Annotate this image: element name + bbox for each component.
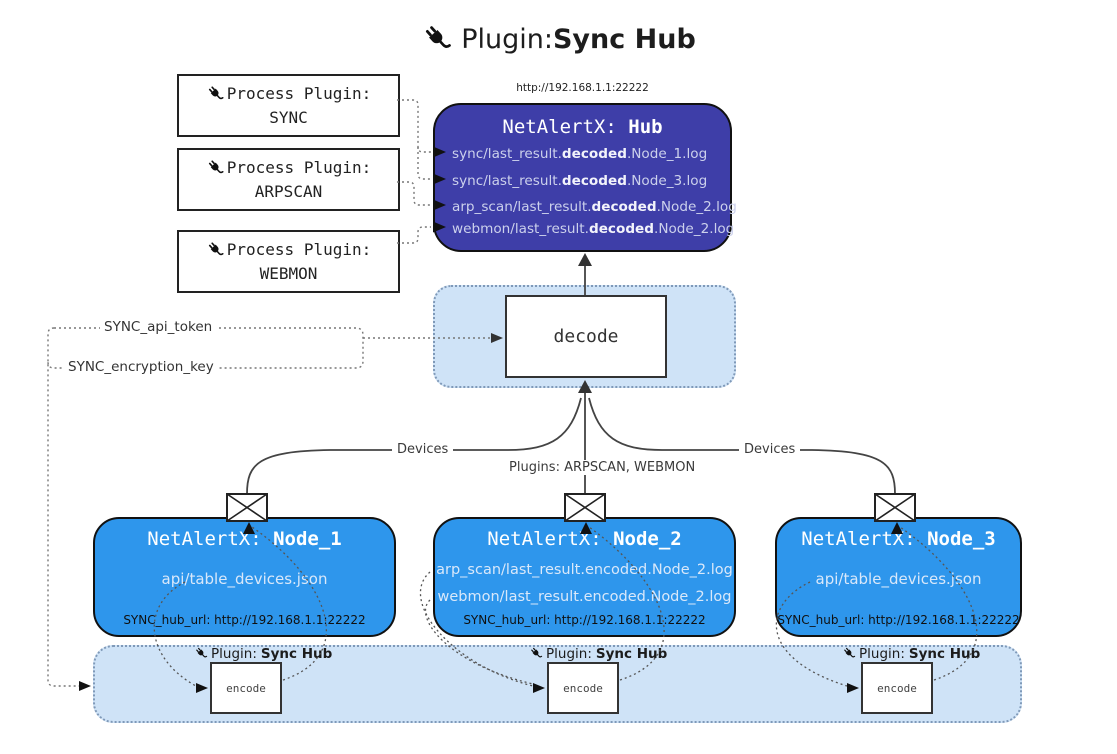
node3-hub-url: SYNC_hub_url: http://192.168.1.1:22222 [777, 613, 1020, 627]
node2-title: NetAlertX: Node_2 [487, 528, 682, 550]
node3-file: api/table_devices.json [815, 570, 982, 588]
process-plugin-label: Process Plugin: [226, 158, 372, 178]
decode-box: decode [505, 295, 667, 378]
hub-log-line: sync/last_result.decoded.Node_3.log [452, 173, 708, 189]
hub-title-prefix: NetAlertX: [502, 116, 629, 138]
encode-label-2: Plugin: Sync Hub [529, 645, 667, 662]
plug-icon [208, 242, 224, 256]
plug-icon [208, 86, 224, 100]
config-sync-encryption-key: SYNC_encryption_key [64, 359, 218, 375]
node1-title: NetAlertX: Node_1 [147, 528, 342, 550]
encode-label-3: Plugin: Sync Hub [842, 645, 980, 662]
node2-file: webmon/last_result.encoded.Node_2.log [437, 589, 732, 605]
edge-label-devices-right: Devices [739, 442, 801, 457]
node2-box: NetAlertX: Node_2 arp_scan/last_result.e… [433, 517, 736, 637]
node1-hub-url: SYNC_hub_url: http://192.168.1.1:22222 [123, 613, 366, 627]
edge-sync-to-hub-2 [417, 147, 431, 180]
config-sync-api-token: SYNC_api_token [100, 319, 217, 335]
encode-box-2: encode [547, 662, 619, 714]
edge-label-plugins: Plugins: ARPSCAN, WEBMON [504, 460, 701, 475]
node1-box: NetAlertX: Node_1 api/table_devices.json… [93, 517, 396, 637]
hub-url-label: http://192.168.1.1:22222 [516, 82, 649, 94]
process-plugin-label: Process Plugin: [226, 84, 372, 104]
page-title: Plugin: Sync Hub [0, 18, 1117, 60]
hub-log-line: webmon/last_result.decoded.Node_2.log [452, 221, 735, 237]
node3-box: NetAlertX: Node_3 api/table_devices.json… [775, 517, 1022, 637]
process-plugin-name: SYNC [269, 107, 308, 127]
plug-icon [844, 647, 856, 658]
encode-box-3: encode [861, 662, 933, 714]
process-plugin-sync: Process Plugin: SYNC [177, 74, 400, 137]
encode-label-1: Plugin: Sync Hub [194, 645, 332, 662]
edge-label-devices-left: Devices [392, 442, 454, 457]
edge-config-left-vertical [47, 327, 79, 687]
node1-file: api/table_devices.json [161, 570, 328, 588]
plug-icon [531, 647, 543, 658]
process-plugin-name: WEBMON [259, 263, 318, 283]
process-plugin-name: ARPSCAN [254, 181, 323, 201]
plug-icon [196, 647, 208, 658]
process-plugin-webmon: Process Plugin: WEBMON [177, 230, 400, 293]
process-plugin-arpscan: Process Plugin: ARPSCAN [177, 148, 400, 211]
edge-arpscan-to-hub [397, 181, 431, 206]
title-prefix: Plugin: [461, 23, 553, 55]
node2-file: arp_scan/last_result.encoded.Node_2.log [436, 562, 733, 578]
title-name: Sync Hub [552, 23, 696, 55]
hub-title: NetAlertX: Hub [435, 116, 730, 138]
node2-hub-url: SYNC_hub_url: http://192.168.1.1:22222 [463, 613, 706, 627]
process-plugin-label: Process Plugin: [226, 240, 372, 260]
hub-box: NetAlertX: Hub sync/last_result.decoded.… [433, 103, 737, 252]
node3-title: NetAlertX: Node_3 [801, 528, 996, 550]
hub-title-name: Hub [628, 116, 663, 138]
hub-log-line: sync/last_result.decoded.Node_1.log [452, 146, 708, 162]
edge-sync-to-hub [397, 99, 431, 153]
encode-box-1: encode [210, 662, 282, 714]
hub-log-line: arp_scan/last_result.decoded.Node_2.log [452, 199, 737, 215]
plug-icon [208, 160, 224, 174]
edge-webmon-to-hub [397, 226, 431, 244]
plug-icon [426, 26, 452, 48]
